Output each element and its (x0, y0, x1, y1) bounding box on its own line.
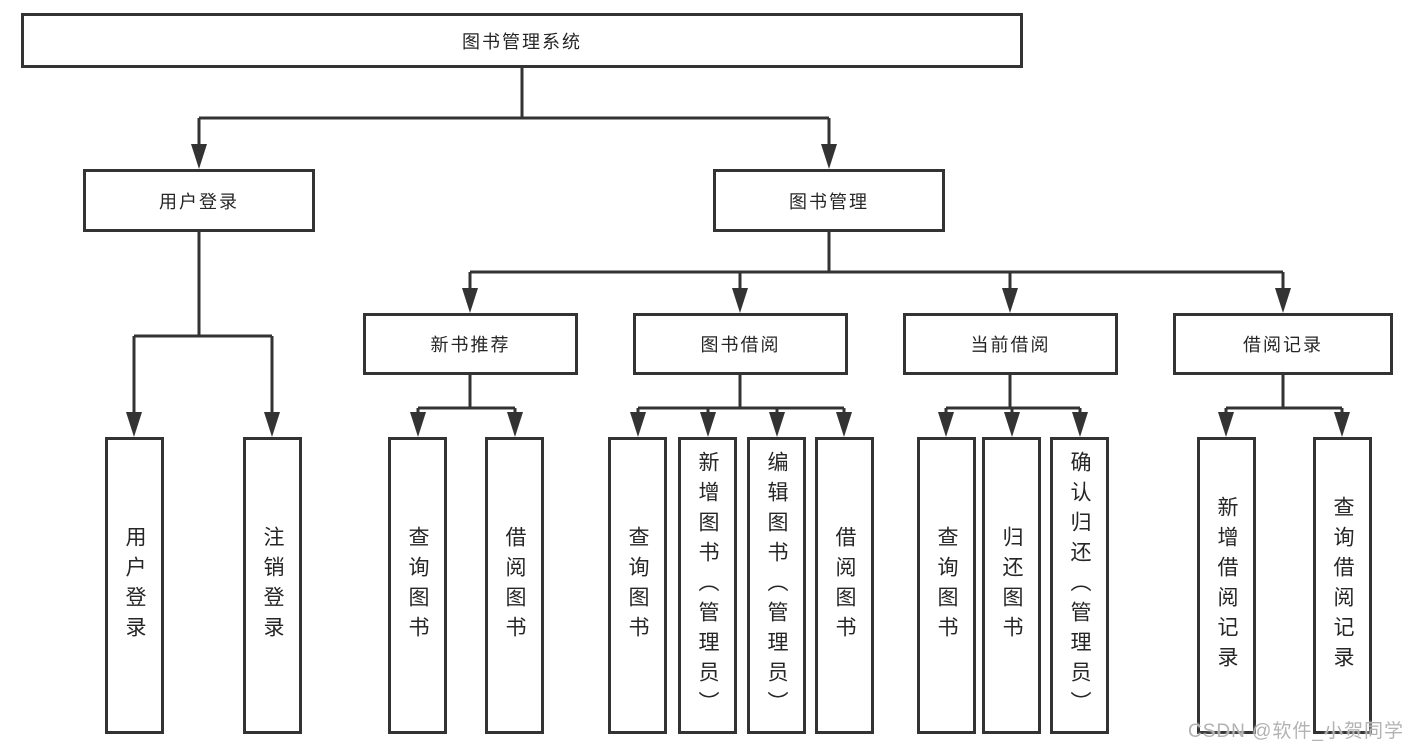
node-current-borrowing: 当前借阅 (903, 313, 1118, 375)
node-label: 用户登录 (159, 191, 239, 212)
leaf-label: 归还图书 (1000, 525, 1023, 646)
leaf-user-login: 用户登录 (105, 437, 164, 734)
leaf-label: 查询图书 (935, 525, 958, 646)
node-label: 新书推荐 (430, 335, 511, 355)
leaf-logout: 注销登录 (243, 437, 302, 734)
leaf-label: 借阅图书 (833, 525, 856, 646)
leaf-add-borrow-record: 新增借阅记录 (1197, 437, 1256, 734)
leaf-label: 新增借阅记录 (1215, 495, 1238, 676)
node-label: 借阅记录 (1243, 335, 1323, 355)
leaf-label: 确认归还（管理员） (1068, 450, 1091, 721)
leaf-query-books-current: 查询图书 (917, 437, 976, 734)
node-borrowing-records: 借阅记录 (1173, 313, 1393, 375)
leaf-label: 借阅图书 (503, 525, 526, 646)
leaf-label: 查询借阅记录 (1331, 495, 1354, 676)
leaf-query-books-recommend: 查询图书 (388, 437, 447, 734)
node-new-book-recommendation: 新书推荐 (363, 313, 578, 375)
node-label: 图书借阅 (700, 335, 781, 355)
leaf-return-books: 归还图书 (982, 437, 1041, 734)
node-book-management: 图书管理 (713, 169, 945, 232)
leaf-query-borrow-record: 查询借阅记录 (1313, 437, 1372, 734)
csdn-watermark: CSDN @软件_小贺同学 (1188, 721, 1404, 742)
leaf-edit-book-admin: 编辑图书（管理员） (747, 437, 806, 734)
leaf-label: 新增图书（管理员） (696, 450, 719, 721)
node-library-management-system: 图书管理系统 (21, 13, 1023, 68)
leaf-add-book-admin: 新增图书（管理员） (678, 437, 737, 734)
node-label: 当前借阅 (970, 335, 1051, 355)
leaf-label: 查询图书 (626, 525, 649, 646)
leaf-label: 用户登录 (123, 525, 146, 646)
leaf-query-books-borrowing: 查询图书 (608, 437, 667, 734)
leaf-confirm-return-admin: 确认归还（管理员） (1050, 437, 1109, 734)
leaf-borrow-books-recommend: 借阅图书 (485, 437, 544, 734)
leaf-label: 编辑图书（管理员） (765, 450, 788, 721)
node-label: 图书管理系统 (462, 31, 582, 52)
leaf-label: 注销登录 (261, 525, 284, 646)
node-book-borrowing: 图书借阅 (633, 313, 848, 375)
node-label: 图书管理 (789, 191, 869, 212)
node-user-login: 用户登录 (83, 169, 315, 232)
leaf-borrow-books-borrowing: 借阅图书 (815, 437, 874, 734)
leaf-label: 查询图书 (406, 525, 429, 646)
